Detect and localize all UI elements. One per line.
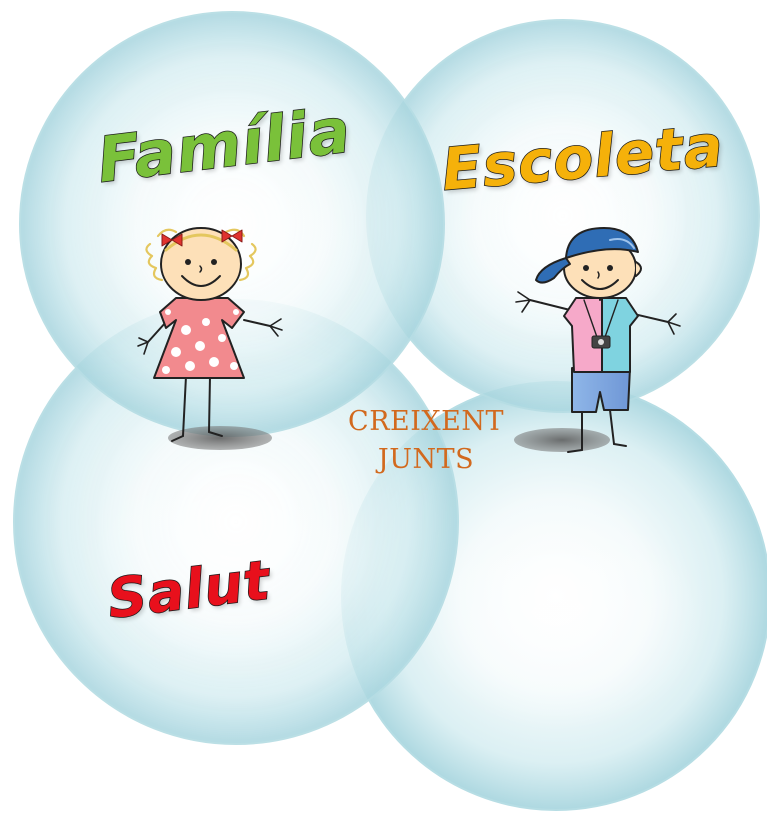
bubble-bottom-left [13,299,459,745]
bubble-top-right [366,19,760,413]
center-slogan-line1: CREIXENT [348,406,504,437]
girl-figure-icon [137,227,283,450]
center-slogan: CREIXENT JUNTS [318,403,534,479]
boy-figure-icon [514,227,681,453]
center-slogan-line2: JUNTS [377,444,475,475]
